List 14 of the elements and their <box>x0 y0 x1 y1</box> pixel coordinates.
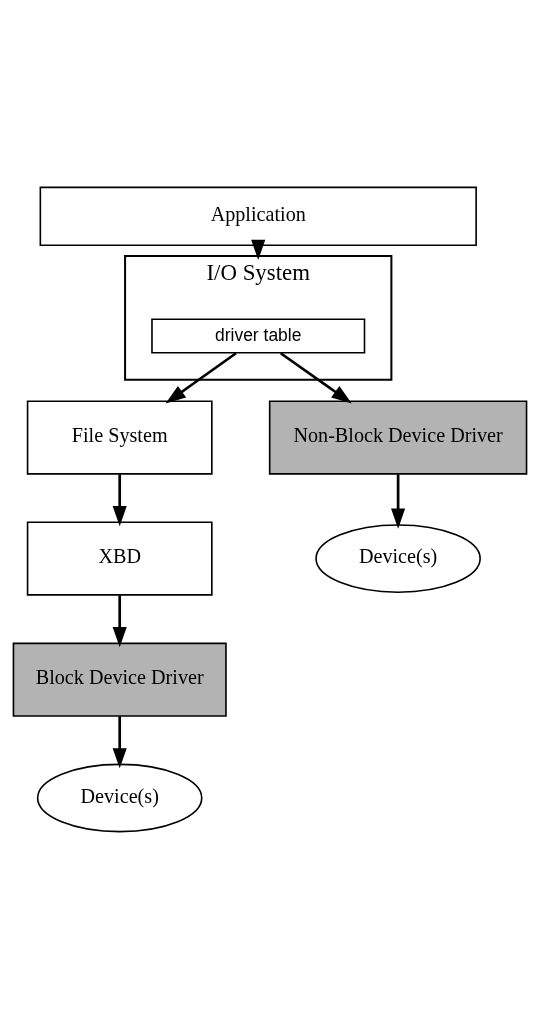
node-ellipse: Device(s) <box>36 763 203 832</box>
node-box: Non-Block Device Driver <box>268 399 528 475</box>
node-box: XBD <box>26 520 213 596</box>
arrow <box>112 473 127 526</box>
node-box: File System <box>26 399 213 475</box>
arrow <box>251 239 266 260</box>
arrow <box>279 351 352 403</box>
arrow <box>391 473 406 529</box>
arrow <box>112 715 127 768</box>
arrow <box>112 594 127 647</box>
node-box: Block Device Driver <box>12 642 227 717</box>
node-ellipse: Device(s) <box>315 523 481 593</box>
arrow <box>165 351 237 403</box>
node-box: driver table <box>151 317 366 354</box>
